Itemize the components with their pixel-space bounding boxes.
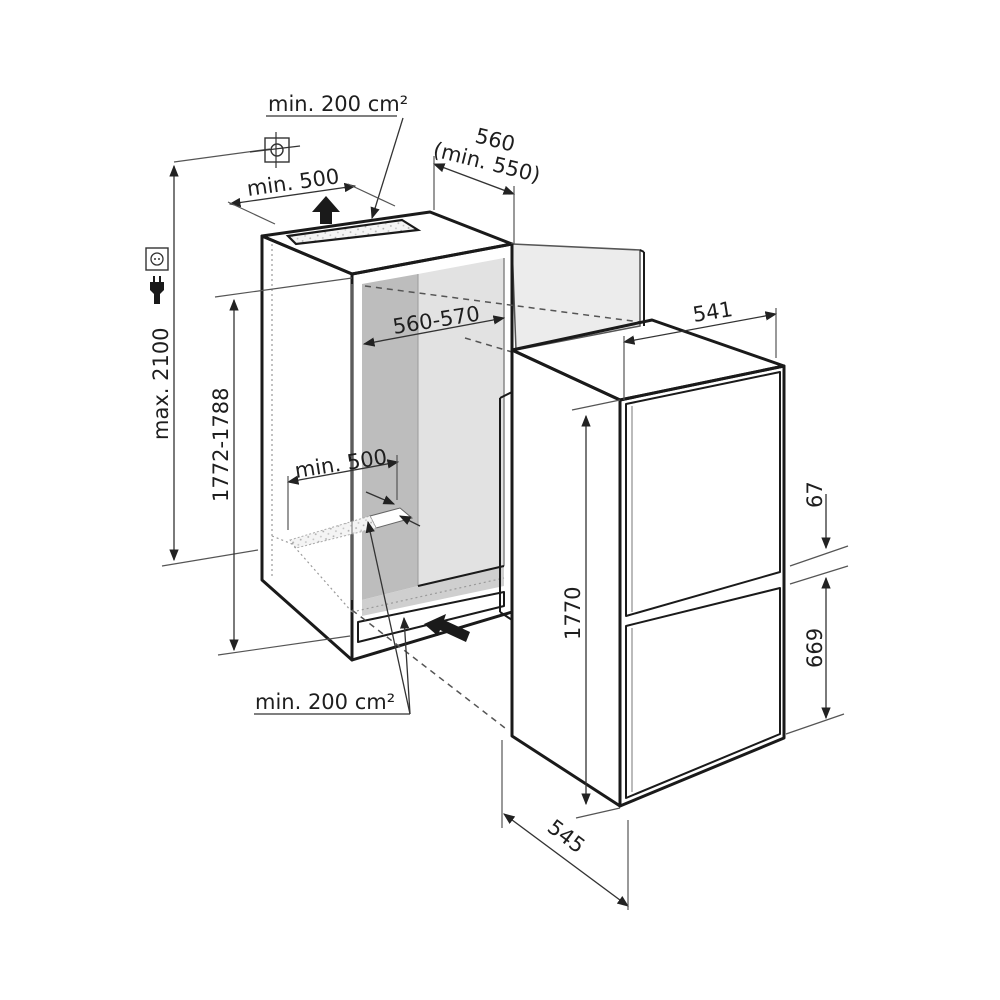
max-height-label: max. 2100 xyxy=(149,327,173,440)
power-socket-icon xyxy=(145,247,169,271)
bottom-vent-area-label: min. 200 cm² xyxy=(255,690,395,714)
lower-door-height-dimension: 669 xyxy=(785,576,845,735)
top-vent-grille xyxy=(285,218,422,246)
airflow-in-arrow-icon xyxy=(424,614,470,642)
airflow-up-arrow-icon xyxy=(312,196,340,224)
appliance-body xyxy=(499,318,786,808)
door-gap-dimension: 67 xyxy=(789,481,849,585)
power-plug-icon xyxy=(150,276,164,304)
top-vent-width-dimension: min. 500 xyxy=(227,164,396,225)
bottom-vent-callout: min. 200 cm² xyxy=(254,520,411,715)
cabinet-door-open xyxy=(510,243,645,351)
niche-cabinet xyxy=(260,210,514,662)
max-height-dimension: max. 2100 xyxy=(149,164,259,567)
appliance-height-label: 1770 xyxy=(561,587,585,640)
niche-floor xyxy=(362,566,504,616)
appliance-depth-label: 545 xyxy=(543,815,589,858)
niche-height-dimension: 1772-1788 xyxy=(209,277,353,656)
appliance-height-dimension: 1770 xyxy=(561,399,621,819)
appliance-depth-dimension: 545 xyxy=(501,740,629,910)
niche-depth-dimension: 560 (min. 550) xyxy=(431,124,543,244)
top-vent-callout: min. 200 cm² xyxy=(266,92,408,220)
door-gap-label: 67 xyxy=(803,481,827,508)
lower-door-height-label: 669 xyxy=(803,628,827,668)
vent-grid-icon xyxy=(173,132,301,168)
appliance-width-dimension: 541 xyxy=(622,297,778,400)
top-vent-area-label: min. 200 cm² xyxy=(268,92,408,116)
niche-height-label: 1772-1788 xyxy=(209,388,233,502)
plinth-vent-grille xyxy=(357,591,505,643)
lower-door xyxy=(625,587,781,799)
upper-door xyxy=(625,371,781,617)
